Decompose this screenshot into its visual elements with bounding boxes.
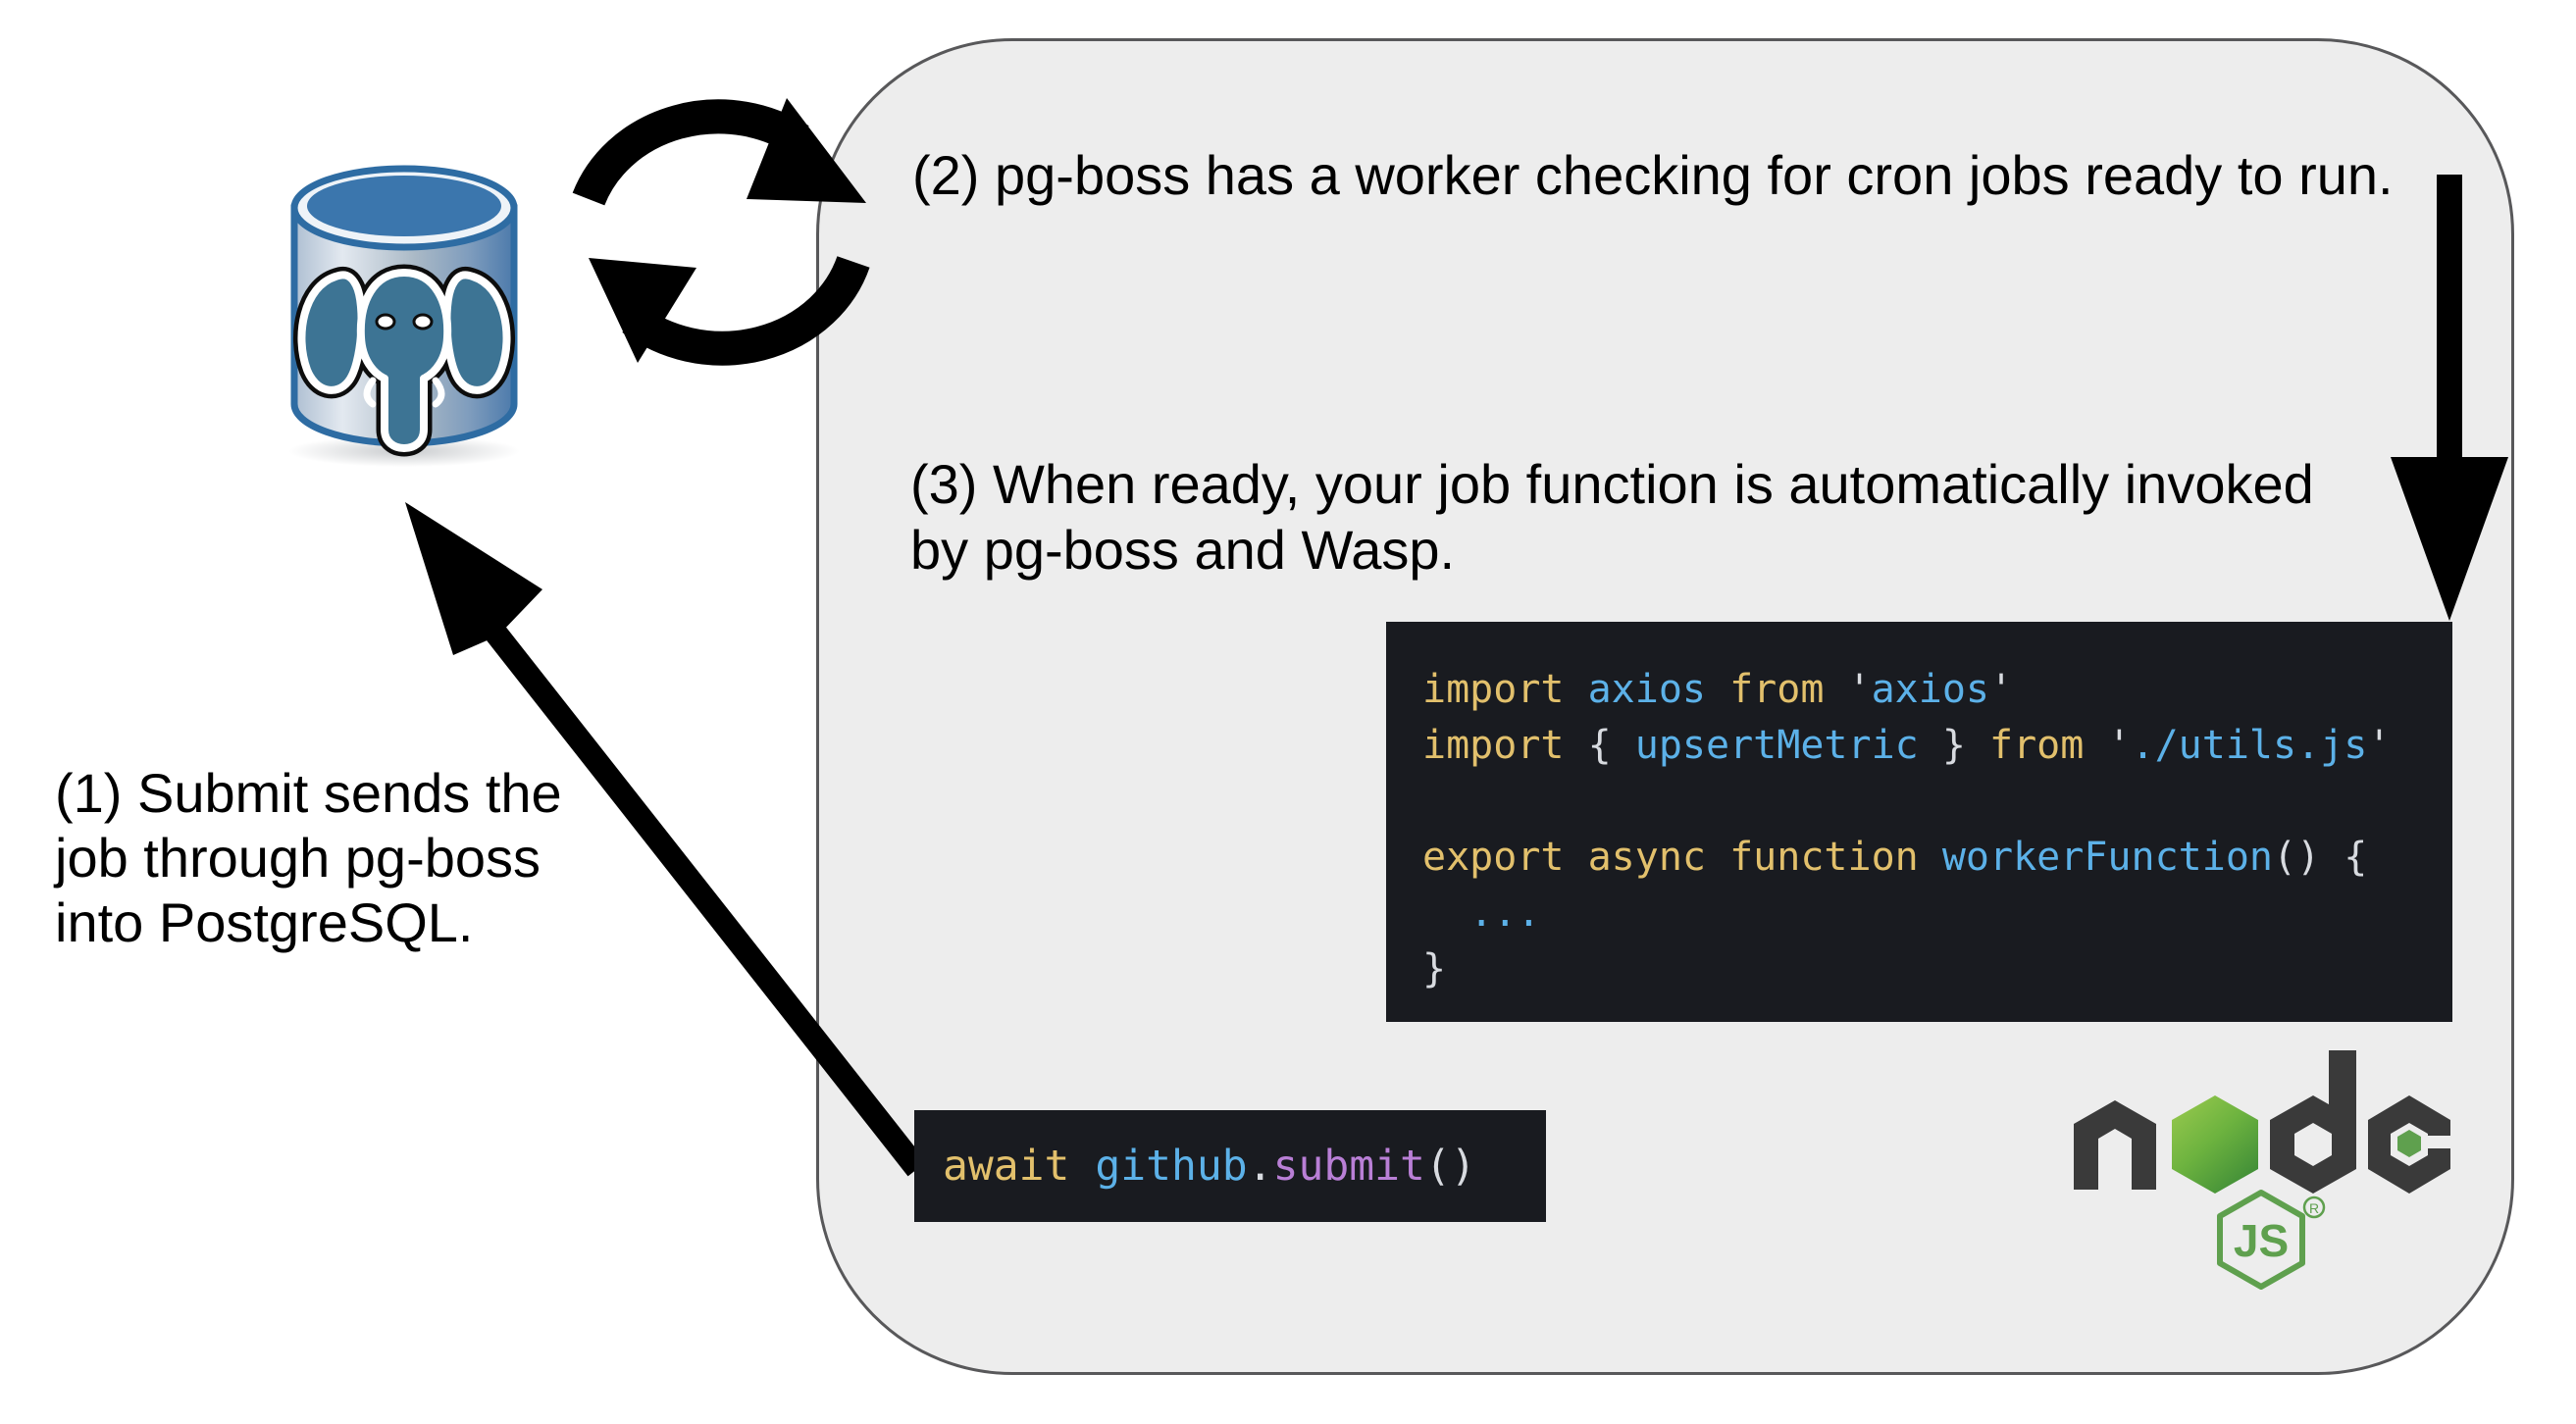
- hexagon-e-dot-icon: [2397, 1130, 2421, 1157]
- letter-n: [2074, 1100, 2156, 1190]
- elephant-glyph: [293, 264, 515, 457]
- hexagon-o-icon: [2172, 1095, 2258, 1194]
- node-wordmark: [2074, 1050, 2456, 1194]
- nodejs-logo: JS R: [2072, 1047, 2464, 1297]
- letter-d: [2270, 1050, 2356, 1194]
- worker-code-block: import axios from 'axios'import { upsert…: [1386, 622, 2452, 1022]
- submit-code-block: await github.submit(): [914, 1110, 1546, 1222]
- letter-e: [2368, 1095, 2456, 1194]
- svg-text:R: R: [2309, 1200, 2319, 1216]
- svg-text:JS: JS: [2234, 1215, 2289, 1266]
- step3-text: (3) When ready, your job function is aut…: [910, 453, 2314, 581]
- sync-icon: [559, 83, 893, 382]
- arrow-down-icon: [2391, 175, 2508, 621]
- js-badge-icon: JS R: [2217, 1190, 2326, 1290]
- arrow-up-left-icon: [405, 502, 927, 1177]
- postgresql-icon: [275, 147, 535, 476]
- step2-text: (2) pg-boss has a worker checking for cr…: [912, 144, 2394, 206]
